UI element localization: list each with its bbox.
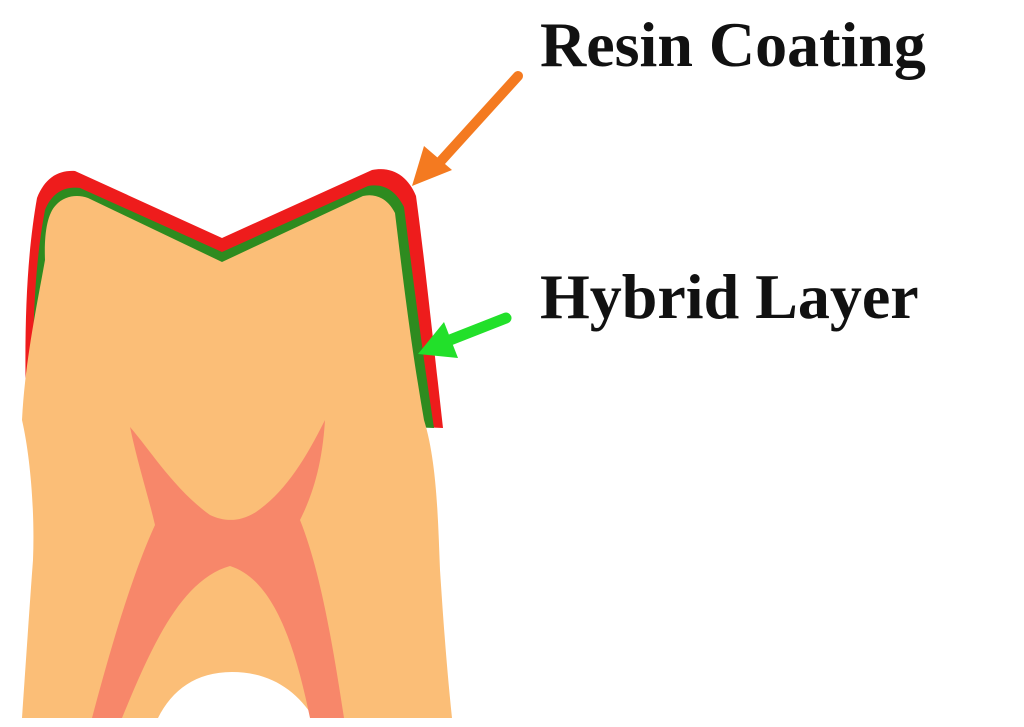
hybrid-layer-arrow	[418, 312, 512, 358]
resin-coating-arrow-head	[412, 146, 452, 186]
resin-coating-arrow	[412, 71, 523, 186]
resin-coating-arrow-shaft	[435, 71, 523, 167]
hybrid-layer-arrow-head	[418, 322, 458, 358]
hybrid-layer-arrow-shaft	[444, 312, 512, 346]
hybrid-layer-label: Hybrid Layer	[540, 261, 919, 332]
pulp-chamber	[92, 420, 344, 718]
tooth-body	[22, 195, 452, 718]
resin-coating-label: Resin Coating	[540, 9, 926, 80]
